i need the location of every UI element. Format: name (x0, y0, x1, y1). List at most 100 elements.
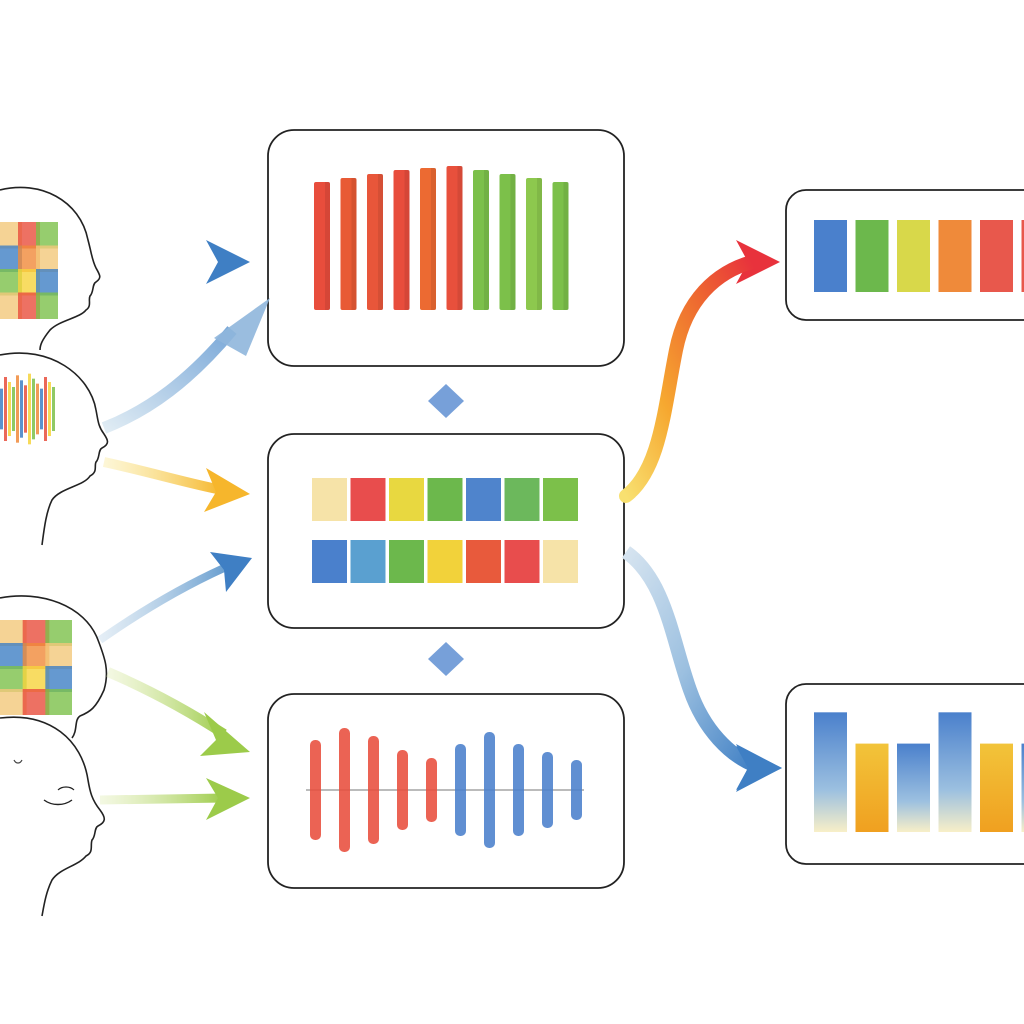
brain-block (36, 292, 58, 319)
grid-cell (350, 478, 386, 521)
panel-bar (314, 182, 330, 310)
brain-block (0, 689, 27, 715)
brain-block (0, 620, 27, 646)
brain-stroke (44, 376, 47, 442)
head-2 (0, 352, 109, 546)
grid-cell (504, 540, 540, 583)
panel-bar-shade (378, 174, 383, 310)
panel-bar-shade (351, 178, 357, 310)
panel-top-right (785, 189, 1024, 321)
arrow-head3-to-bottom (106, 667, 250, 756)
head-4 (0, 716, 106, 917)
panel-middle-center (267, 433, 625, 629)
output-bar (814, 712, 847, 832)
brain-block (36, 269, 58, 296)
grid-cell (427, 540, 463, 583)
panel-bar-shade (510, 174, 516, 310)
grid-cell (312, 540, 347, 583)
arrow-head1-to-top (96, 240, 250, 284)
output-swatches (814, 220, 1024, 292)
brain-stroke (52, 386, 55, 432)
grid-cell (466, 540, 501, 583)
arrow-bottom-to-bottom-right (626, 746, 782, 790)
brain-stroke (8, 381, 11, 437)
wave-bar (339, 728, 350, 852)
brain-block (22, 666, 50, 692)
brain-block (0, 292, 22, 319)
brain-block (0, 222, 22, 249)
output-bar (1021, 743, 1024, 832)
arrow-middle-to-bottom-right (621, 546, 782, 792)
grid-cell (389, 478, 424, 521)
arrow-head2-to-middle (102, 457, 250, 512)
wave-bar (310, 740, 321, 840)
output-swatch (1021, 220, 1024, 292)
brain-block (22, 620, 50, 646)
arrow-middle-to-top-right (619, 255, 759, 503)
brain-stroke (36, 383, 39, 435)
wave-bar (484, 732, 495, 848)
wave-bar (397, 750, 408, 830)
output-swatch (814, 220, 847, 292)
diamond-connector (428, 642, 464, 676)
brain-block (18, 222, 40, 249)
brain-stroke (12, 386, 15, 432)
brain-block (0, 245, 22, 272)
output-bar-chart (814, 712, 1024, 832)
brain-block (0, 269, 22, 296)
grid-cell (543, 540, 578, 583)
brain-block (45, 689, 72, 715)
panel-bottom-center (267, 693, 625, 889)
brain-block (0, 643, 27, 669)
panel-bottom-right (785, 683, 1024, 865)
top-bar-group (314, 166, 569, 310)
output-bar (855, 743, 889, 832)
brain-color-blocks (0, 620, 72, 715)
brain-stroke (20, 380, 23, 438)
panel-bar (393, 170, 410, 310)
panel-bar-shade (457, 166, 463, 310)
panel-bar (499, 174, 516, 310)
panel-bar-shade (325, 182, 330, 310)
grid-cell (543, 478, 578, 521)
wave-bar (426, 758, 437, 822)
head-1 (0, 186, 101, 351)
color-grid-row-2 (312, 540, 578, 583)
diamond-connector (428, 384, 464, 418)
panel-bar (552, 182, 569, 310)
panel-bar (367, 174, 383, 310)
panel-top-center (267, 129, 625, 367)
grid-cell (466, 478, 501, 521)
brain-stroke (0, 388, 3, 430)
output-swatch (897, 220, 930, 292)
arrow-head2-to-top (101, 298, 270, 434)
output-swatch (855, 220, 889, 292)
output-swatch (980, 220, 1013, 292)
brain-stroke (16, 375, 19, 443)
arrow-head3-to-middle (97, 552, 252, 644)
panel-bar (473, 170, 489, 310)
brain-stroke (4, 376, 7, 442)
brain-stroke (40, 388, 43, 430)
brain-block (22, 643, 50, 669)
wave-bar (571, 760, 582, 820)
arrow-head4-to-bottom (99, 778, 250, 820)
panel-bar (340, 178, 357, 310)
panel-bar-shade (563, 182, 569, 310)
color-grid-row-1 (312, 478, 578, 521)
panel-bar (420, 168, 436, 310)
brain-stroke (32, 378, 35, 440)
brain-block (45, 666, 72, 692)
grid-cell (427, 478, 463, 521)
output-bar (938, 712, 972, 832)
wave-bar (368, 736, 379, 844)
grid-cell (350, 540, 386, 583)
grid-cell (389, 540, 424, 583)
brain-block (0, 666, 27, 692)
head-3 (0, 595, 108, 739)
brain-block (18, 292, 40, 319)
grid-cell (504, 478, 540, 521)
brain-block (18, 269, 40, 296)
brain-stroke (24, 385, 27, 433)
